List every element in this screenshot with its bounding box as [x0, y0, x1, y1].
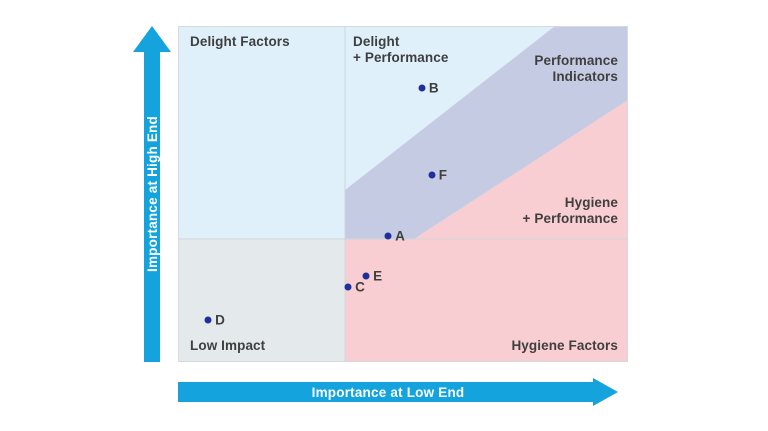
data-point-f[interactable]: [428, 171, 436, 179]
quadrant-delight-factors: [178, 26, 345, 239]
quadrant-hygiene-factors: [345, 239, 628, 362]
quadrant-label-hygiene-factors: Hygiene Factors: [511, 337, 618, 353]
quadrant-low-impact: [178, 239, 345, 362]
data-point-d[interactable]: [204, 316, 212, 324]
quadrant-label-delight-factors: Delight Factors: [190, 34, 290, 49]
y-axis-label: Importance at High End: [144, 116, 160, 272]
x-axis-label: Importance at Low End: [311, 384, 465, 400]
plot-area: Delight Factors Delight + Performance Pe…: [178, 26, 628, 362]
data-point-label-c: C: [355, 279, 365, 295]
data-point-a[interactable]: [384, 232, 392, 240]
right-arrow-icon: [178, 378, 618, 406]
up-arrow-icon: [133, 26, 171, 362]
plot-border: [178, 26, 628, 362]
quadrant-label-hygiene-performance: Hygiene + Performance: [522, 195, 618, 227]
data-point-label-e: E: [373, 268, 383, 284]
y-axis-arrow: [133, 26, 171, 362]
data-point-label-f: F: [438, 167, 448, 183]
x-axis-arrow: [178, 378, 618, 406]
quadrant-label-low-impact: Low Impact: [190, 337, 266, 353]
region-performance-indicators: [345, 26, 628, 239]
data-point-b[interactable]: [418, 84, 426, 92]
data-point-label-b: B: [428, 80, 439, 96]
data-point-c[interactable]: [344, 283, 352, 291]
data-point-label-a: A: [395, 228, 405, 244]
data-point-e[interactable]: [362, 272, 370, 280]
quadrant-background: [178, 26, 628, 362]
quadrant-label-delight-performance: Delight + Performance: [353, 34, 449, 66]
quadrant-label-performance-indicators: Performance Indicators: [534, 53, 618, 85]
data-point-label-d: D: [215, 312, 225, 328]
